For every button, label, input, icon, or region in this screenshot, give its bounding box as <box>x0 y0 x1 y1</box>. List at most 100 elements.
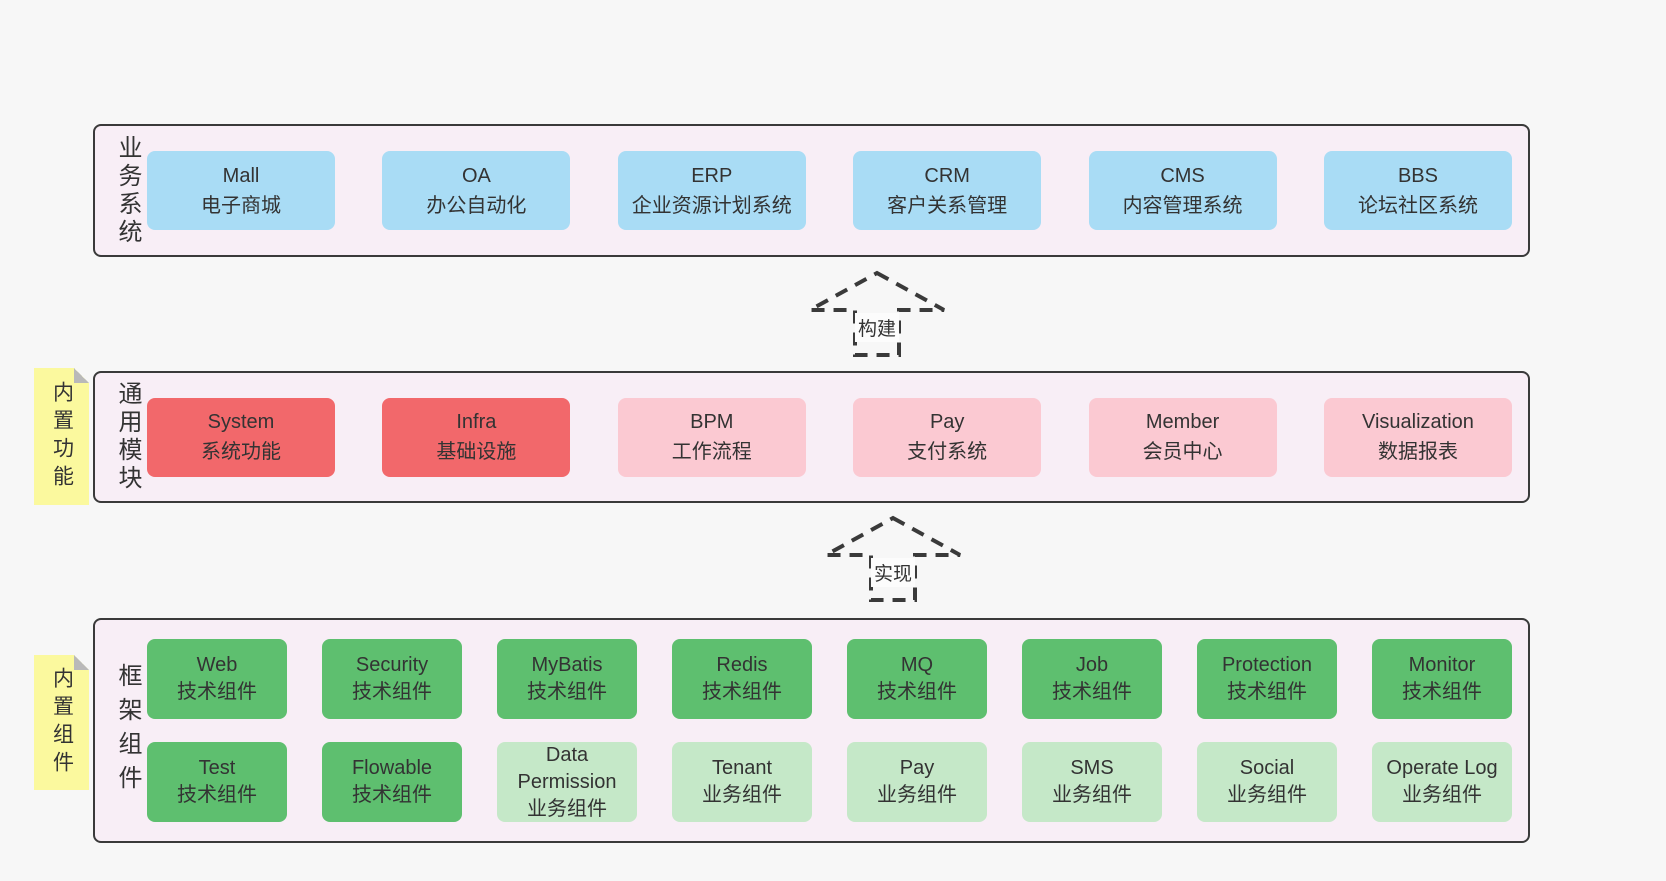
sticky-tab-label: 内置组件 <box>50 666 74 779</box>
box-desc: 基础设施 <box>436 441 517 463</box>
build-arrow: 构建 <box>807 269 947 359</box>
box-pay: Pay 支付系统 <box>853 397 1042 477</box>
box-desc: 技术组件 <box>352 681 432 703</box>
box-mall: Mall 电子商城 <box>147 151 335 230</box>
box-name: Test <box>198 757 236 779</box>
box-name: System <box>207 411 275 433</box>
business-boxes-row: Mall 电子商城 OA 办公自动化 ERP 企业资源计划系统 CRM 客户关系… <box>147 126 1512 255</box>
box-desc: 系统功能 <box>201 441 281 463</box>
box-desc: 会员中心 <box>1142 441 1223 463</box>
box-mybatis: MyBatis 技术组件 <box>497 639 637 719</box>
components-row-2: Test 技术组件 Flowable 技术组件 Data Permission … <box>147 742 1512 822</box>
box-name: Job <box>1075 654 1109 676</box>
box-desc: 企业资源计划系统 <box>631 194 792 217</box>
box-visualization: Visualization 数据报表 <box>1323 397 1512 477</box>
box-desc: 客户关系管理 <box>887 194 1008 217</box>
box-social: Social 业务组件 <box>1197 742 1337 822</box>
box-monitor: Monitor 技术组件 <box>1372 639 1512 719</box>
box-erp: ERP 企业资源计划系统 <box>617 151 806 230</box>
box-system: System 系统功能 <box>147 397 335 477</box>
box-desc: 技术组件 <box>877 681 957 703</box>
box-name: Flowable <box>351 757 433 779</box>
box-desc: 业务组件 <box>702 784 782 806</box>
box-desc: 数据报表 <box>1377 441 1458 463</box>
box-name: BBS <box>1397 164 1438 187</box>
sticky-tab-label: 内置功能 <box>50 380 74 493</box>
box-bpm: BPM 工作流程 <box>617 397 806 477</box>
framework-components-panel: 框架组件 Web 技术组件 Security 技术组件 MyBatis 技术组件… <box>93 618 1530 843</box>
panel-label-business: 业务系统 <box>114 134 141 247</box>
box-desc: 技术组件 <box>177 681 257 703</box>
box-operate-log: Operate Log 业务组件 <box>1372 742 1512 822</box>
business-systems-panel: 业务系统 Mall 电子商城 OA 办公自动化 ERP 企业资源计划系统 CRM… <box>93 124 1530 257</box>
box-desc: 内容管理系统 <box>1122 194 1243 217</box>
box-redis: Redis 技术组件 <box>672 639 812 719</box>
implement-arrow-label: 实现 <box>870 558 916 587</box>
up-arrow-icon <box>825 515 961 602</box>
box-name: ERP <box>691 164 733 187</box>
box-web: Web 技术组件 <box>147 639 287 719</box>
box-desc: 技术组件 <box>527 681 607 703</box>
build-arrow-label: 构建 <box>854 313 900 342</box>
box-desc: 技术组件 <box>1402 681 1482 703</box>
box-name: Social <box>1239 757 1295 779</box>
box-name: Pay <box>929 411 965 433</box>
box-desc: 办公自动化 <box>426 194 527 217</box>
box-desc: 业务组件 <box>1402 784 1482 806</box>
implement-arrow: 实现 <box>823 514 963 604</box>
box-data-permission: Data Permission 业务组件 <box>497 742 637 822</box>
box-name: MyBatis <box>531 654 603 676</box>
box-desc: 业务组件 <box>877 784 957 806</box>
box-tenant: Tenant 业务组件 <box>672 742 812 822</box>
box-name: OA <box>461 164 491 187</box>
box-crm: CRM 客户关系管理 <box>853 151 1042 230</box>
box-desc: 电子商城 <box>201 194 281 217</box>
box-name: Pay <box>899 757 935 779</box>
box-desc: 业务组件 <box>1227 784 1307 806</box>
box-name: Member <box>1145 411 1220 433</box>
components-row-1: Web 技术组件 Security 技术组件 MyBatis 技术组件 Redi… <box>147 639 1512 719</box>
box-name: CRM <box>924 164 970 187</box>
box-name: Security <box>355 654 429 676</box>
box-name: Mall <box>222 164 260 187</box>
box-flowable: Flowable 技术组件 <box>322 742 462 822</box>
box-desc: 技术组件 <box>1052 681 1132 703</box>
box-name: Protection <box>1221 654 1313 676</box>
box-desc: 业务组件 <box>1052 784 1132 806</box>
up-arrow-icon <box>809 270 945 357</box>
box-member: Member 会员中心 <box>1088 397 1277 477</box>
box-name: Operate Log <box>1386 757 1498 779</box>
box-desc: 技术组件 <box>1227 681 1307 703</box>
box-desc: 论坛社区系统 <box>1357 194 1478 217</box>
sticky-tab-built-in-components: 内置组件 <box>34 655 89 790</box>
box-cms: CMS 内容管理系统 <box>1088 151 1277 230</box>
common-modules-panel: 通用模块 System 系统功能 Infra 基础设施 BPM 工作流程 Pay… <box>93 371 1530 503</box>
panel-label-modules: 通用模块 <box>114 381 141 493</box>
box-desc: 技术组件 <box>352 784 432 806</box>
box-desc: 技术组件 <box>702 681 782 703</box>
box-pay-biz: Pay 业务组件 <box>847 742 987 822</box>
box-protection: Protection 技术组件 <box>1197 639 1337 719</box>
box-desc: 工作流程 <box>671 441 752 463</box>
box-desc: 业务组件 <box>527 797 607 820</box>
box-name: MQ <box>900 654 934 676</box>
box-job: Job 技术组件 <box>1022 639 1162 719</box>
box-name: BPM <box>690 411 734 433</box>
box-name: Redis <box>716 654 768 676</box>
box-name: Visualization <box>1361 411 1474 433</box>
box-sms: SMS 业务组件 <box>1022 742 1162 822</box>
box-name: SMS <box>1070 757 1114 779</box>
box-infra: Infra 基础设施 <box>382 397 571 477</box>
box-name: Infra <box>456 411 497 433</box>
box-bbs: BBS 论坛社区系统 <box>1323 151 1512 230</box>
modules-boxes-row: System 系统功能 Infra 基础设施 BPM 工作流程 Pay 支付系统… <box>147 373 1512 501</box>
components-rows: Web 技术组件 Security 技术组件 MyBatis 技术组件 Redi… <box>147 639 1512 822</box>
panel-label-components: 框架组件 <box>114 662 141 799</box>
box-name: Monitor <box>1408 654 1476 676</box>
box-desc: 技术组件 <box>177 784 257 806</box>
box-name: Web <box>196 654 238 676</box>
box-security: Security 技术组件 <box>322 639 462 719</box>
sticky-tab-built-in-features: 内置功能 <box>34 368 89 505</box>
box-test: Test 技术组件 <box>147 742 287 822</box>
